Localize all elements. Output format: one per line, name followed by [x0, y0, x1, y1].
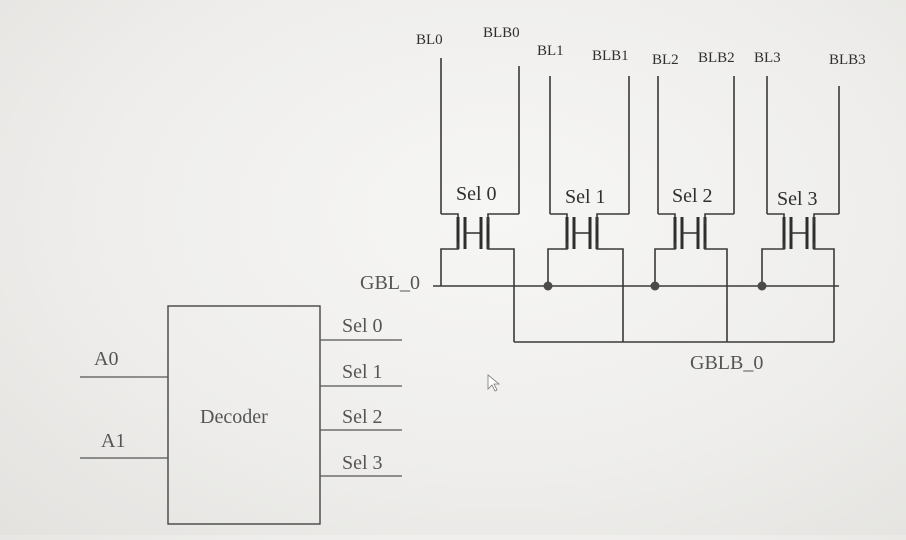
sel1-gate-label: Sel 1	[565, 186, 606, 208]
sel1-output-label: Sel 1	[342, 361, 383, 383]
transistor-pair-1	[547, 213, 629, 342]
bl2-label: BL2	[652, 52, 679, 68]
decoder-label: Decoder	[200, 406, 268, 428]
sel2-output-label: Sel 2	[342, 406, 383, 428]
junction-dot	[757, 281, 767, 291]
a1-label: A1	[101, 430, 125, 452]
transistor-pair-3	[761, 213, 839, 342]
transistor-pair-2	[654, 213, 734, 342]
sel3-gate-label: Sel 3	[777, 188, 818, 210]
blb2-label: BLB2	[698, 50, 735, 66]
a0-label: A0	[94, 348, 118, 370]
blb3-label: BLB3	[829, 52, 866, 68]
decoder-block	[167, 305, 321, 525]
bl3-label: BL3	[754, 50, 781, 66]
gbl-label: GBL_0	[360, 272, 420, 294]
cursor-icon	[487, 374, 501, 392]
bl1-label: BL1	[537, 43, 564, 59]
gblb-label: GBLB_0	[690, 352, 763, 374]
transistor-pair-0	[440, 213, 519, 342]
bitline-wires	[440, 58, 840, 214]
junction-dot	[650, 281, 660, 291]
sel2-gate-label: Sel 2	[672, 185, 713, 207]
bl0-label: BL0	[416, 32, 443, 48]
sel3-output-label: Sel 3	[342, 452, 383, 474]
junction-dot	[543, 281, 553, 291]
sel0-gate-label: Sel 0	[456, 183, 497, 205]
sel0-output-label: Sel 0	[342, 315, 383, 337]
blb0-label: BLB0	[483, 25, 520, 41]
blb1-label: BLB1	[592, 48, 629, 64]
